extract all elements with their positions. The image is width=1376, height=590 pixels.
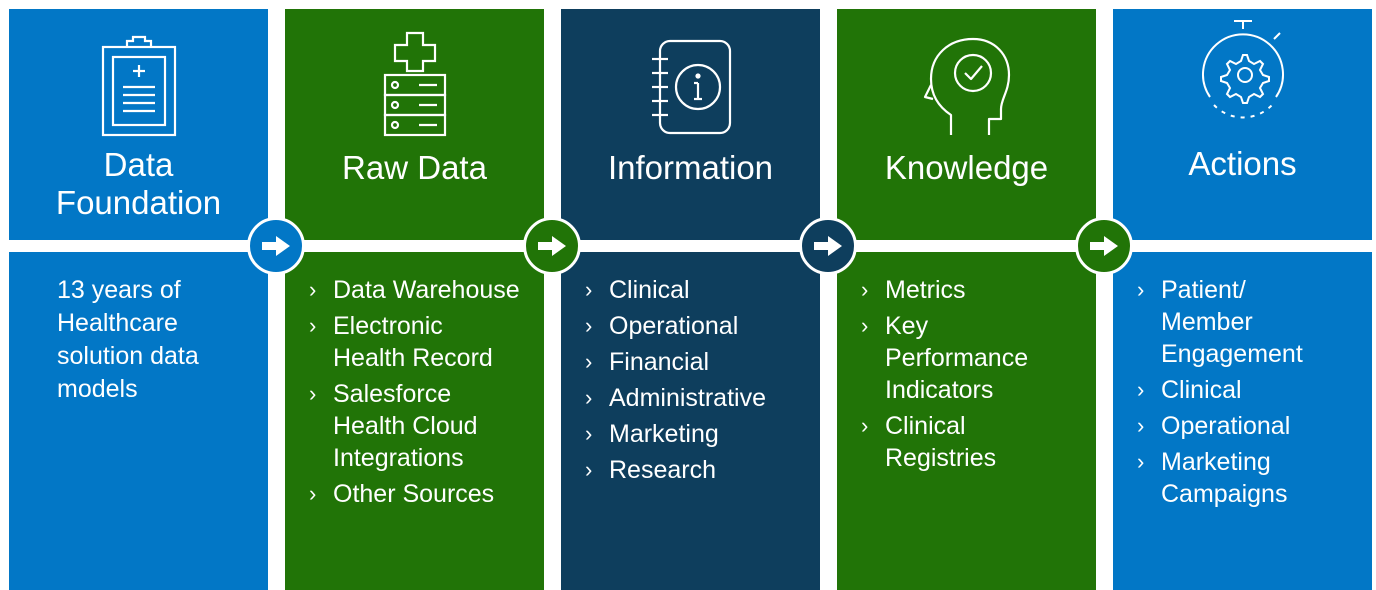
list-item: › Other Sources bbox=[299, 478, 538, 510]
knowledge-body: › Metrics › Key Performance Indicators ›… bbox=[837, 252, 1096, 590]
item-list: › Patient/ Member Engagement › Clinical … bbox=[1127, 274, 1366, 514]
chevron-right-icon: › bbox=[585, 457, 593, 482]
title-line: Actions bbox=[1188, 145, 1297, 182]
chevron-right-icon: › bbox=[585, 277, 593, 302]
item-line: Health Cloud bbox=[333, 412, 478, 440]
list-item: › Clinical bbox=[575, 274, 814, 306]
column-title: Knowledge bbox=[837, 149, 1096, 187]
item-line: Clinical bbox=[609, 276, 690, 304]
column-title: Information bbox=[561, 149, 820, 187]
chevron-right-icon: › bbox=[309, 313, 317, 338]
list-item: › Patient/ Member Engagement bbox=[1127, 274, 1366, 370]
information-body: › Clinical › Operational › Financial › A… bbox=[561, 252, 820, 590]
item-line: Marketing bbox=[609, 420, 719, 448]
list-item: › Marketing Campaigns bbox=[1127, 446, 1366, 510]
item-line: Clinical bbox=[885, 412, 966, 440]
item-line: Other Sources bbox=[333, 480, 495, 508]
item-line: Marketing bbox=[1161, 448, 1271, 476]
description-text: 13 years of Healthcare solution data mod… bbox=[57, 274, 258, 406]
list-item: › Clinical bbox=[1127, 374, 1366, 406]
item-line: Data Warehouse bbox=[333, 276, 520, 304]
item-line: Operational bbox=[609, 312, 739, 340]
chevron-right-icon: › bbox=[861, 313, 869, 338]
chevron-right-icon: › bbox=[585, 421, 593, 446]
gear-stopwatch-icon bbox=[1188, 17, 1298, 127]
chevron-right-icon: › bbox=[309, 381, 317, 406]
chevron-right-icon: › bbox=[1137, 449, 1145, 474]
chevron-right-icon: › bbox=[585, 313, 593, 338]
text-line: Healthcare bbox=[57, 309, 178, 337]
right-arrow-icon bbox=[799, 217, 857, 275]
item-line: Administrative bbox=[609, 384, 766, 412]
chevron-right-icon: › bbox=[861, 277, 869, 302]
title-line: Raw Data bbox=[342, 149, 487, 186]
column-title: Data Foundation bbox=[9, 146, 268, 222]
raw-data-header: Raw Data bbox=[285, 9, 544, 240]
list-item: › Electronic Health Record bbox=[299, 310, 538, 374]
clipboard-icon bbox=[99, 35, 179, 139]
chevron-right-icon: › bbox=[309, 277, 317, 302]
title-line: Knowledge bbox=[884, 149, 1049, 186]
head-check-icon bbox=[921, 35, 1013, 139]
column-title: Raw Data bbox=[285, 149, 544, 187]
item-line: Electronic bbox=[333, 312, 443, 340]
data-foundation-body: 13 years of Healthcare solution data mod… bbox=[9, 252, 268, 590]
actions-body: › Patient/ Member Engagement › Clinical … bbox=[1113, 252, 1372, 590]
list-item: › Financial bbox=[575, 346, 814, 378]
item-line: Engagement bbox=[1161, 340, 1303, 368]
list-item: › Administrative bbox=[575, 382, 814, 414]
item-line: Indicators bbox=[885, 376, 994, 404]
item-list: › Data Warehouse › Electronic Health Rec… bbox=[299, 274, 538, 514]
right-arrow-icon bbox=[1075, 217, 1133, 275]
right-arrow-icon bbox=[523, 217, 581, 275]
list-item: › Metrics bbox=[851, 274, 1090, 306]
column-title: Actions bbox=[1113, 145, 1372, 183]
list-item: › Operational bbox=[1127, 410, 1366, 442]
title-line: Data bbox=[103, 146, 174, 183]
list-item: › Key Performance Indicators bbox=[851, 310, 1090, 406]
item-line: Campaigns bbox=[1161, 480, 1288, 508]
item-line: Patient/ bbox=[1161, 276, 1246, 304]
information-header: Information bbox=[561, 9, 820, 240]
chevron-right-icon: › bbox=[585, 385, 593, 410]
item-list: › Clinical › Operational › Financial › A… bbox=[575, 274, 814, 490]
item-line: Registries bbox=[885, 444, 997, 472]
chevron-right-icon: › bbox=[309, 481, 317, 506]
item-line: Salesforce bbox=[333, 380, 452, 408]
item-line: Operational bbox=[1161, 412, 1291, 440]
list-item: › Marketing bbox=[575, 418, 814, 450]
medical-server-icon bbox=[379, 31, 451, 141]
list-item: › Operational bbox=[575, 310, 814, 342]
title-line: Information bbox=[607, 149, 774, 186]
item-line: Key bbox=[885, 312, 929, 340]
info-notebook-icon bbox=[648, 37, 734, 137]
item-line: Performance bbox=[885, 344, 1029, 372]
item-line: Clinical bbox=[1161, 376, 1242, 404]
text-line: 13 years of bbox=[57, 276, 181, 304]
list-item: › Data Warehouse bbox=[299, 274, 538, 306]
item-line: Member bbox=[1161, 308, 1253, 336]
text-line: models bbox=[57, 375, 138, 403]
list-item: › Salesforce Health Cloud Integrations bbox=[299, 378, 538, 474]
data-foundation-header: Data Foundation bbox=[9, 9, 268, 240]
title-line: Foundation bbox=[55, 184, 222, 221]
chevron-right-icon: › bbox=[1137, 413, 1145, 438]
list-item: › Clinical Registries bbox=[851, 410, 1090, 474]
actions-header: Actions bbox=[1113, 9, 1372, 240]
chevron-right-icon: › bbox=[861, 413, 869, 438]
item-line: Metrics bbox=[885, 276, 966, 304]
item-list: › Metrics › Key Performance Indicators ›… bbox=[851, 274, 1090, 478]
raw-data-body: › Data Warehouse › Electronic Health Rec… bbox=[285, 252, 544, 590]
chevron-right-icon: › bbox=[1137, 377, 1145, 402]
right-arrow-icon bbox=[247, 217, 305, 275]
item-line: Financial bbox=[609, 348, 710, 376]
list-item: › Research bbox=[575, 454, 814, 486]
knowledge-header: Knowledge bbox=[837, 9, 1096, 240]
text-line: solution data bbox=[57, 342, 199, 370]
item-line: Health Record bbox=[333, 344, 493, 372]
chevron-right-icon: › bbox=[585, 349, 593, 374]
item-line: Research bbox=[609, 456, 716, 484]
chevron-right-icon: › bbox=[1137, 277, 1145, 302]
item-line: Integrations bbox=[333, 444, 464, 472]
